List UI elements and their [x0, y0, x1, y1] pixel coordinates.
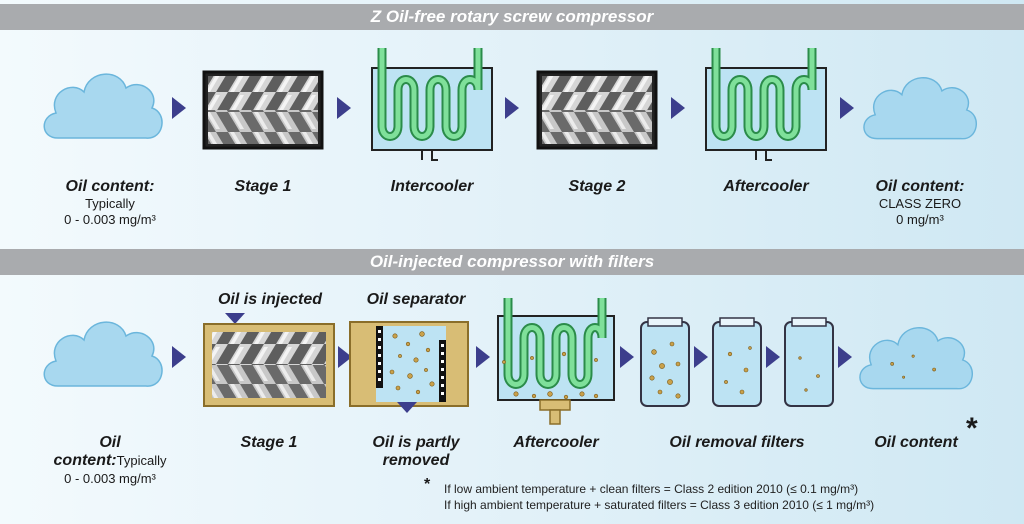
flow-arrow-icon [766, 346, 780, 368]
bottom-inlet-cloud-icon [43, 321, 163, 387]
footnote-line2: If high ambient temperature + saturated … [444, 498, 875, 512]
bottom-stage1-label: Stage 1 [240, 434, 298, 451]
flow-arrow-icon [620, 346, 634, 368]
flow-arrow-icon [838, 346, 852, 368]
oil-partly-removed-line1: Oil is partly [372, 434, 460, 451]
flow-arrow-icon [476, 346, 490, 368]
stage1-screw-icon [202, 70, 324, 150]
oil-separator-icon [349, 321, 469, 407]
intercooler-coil-icon [371, 48, 493, 161]
flow-arrow-icon [172, 346, 186, 368]
oil-removal-filter-3-icon [784, 317, 834, 407]
oil-free-section-title: Z Oil-free rotary screw compressor [0, 4, 1024, 30]
bottom-inlet-typically: Typically [116, 453, 167, 468]
stage2-screw-icon [536, 70, 658, 150]
oil-injected-label: Oil is injected [217, 291, 323, 308]
top-stage2-label: Stage 2 [568, 178, 626, 195]
top-outlet-label: Oil content: [875, 178, 965, 195]
oil-removal-filters-label: Oil removal filters [669, 434, 805, 451]
outlet-asterisk: * [966, 412, 978, 445]
aftercooler-coil-icon [705, 48, 827, 161]
footnote-line1: If low ambient temperature + clean filte… [444, 482, 859, 496]
oil-removal-filter-1-icon [640, 317, 690, 407]
bottom-inlet-content-label: content: [53, 452, 117, 469]
bottom-outlet-label: Oil content [874, 434, 958, 451]
inlet-cloud-icon [43, 73, 163, 139]
oil-injected-section-title: Oil-injected compressor with filters [0, 249, 1024, 275]
flow-arrow-icon [172, 97, 186, 119]
top-outlet-value: 0 mg/m³ [896, 212, 944, 227]
top-inlet-typically: Typically [85, 196, 135, 211]
top-inlet-label: Oil content: [65, 178, 155, 195]
flow-arrow-icon [337, 97, 351, 119]
bottom-inlet-value: 0 - 0.003 mg/m³ [64, 471, 156, 486]
bottom-inlet-label-line1: Oil [99, 434, 121, 451]
top-aftercooler-label: Aftercooler [723, 178, 809, 195]
bottom-outlet-cloud-icon [859, 327, 973, 390]
flow-arrow-icon [840, 97, 854, 119]
bottom-aftercooler-icon [497, 298, 615, 425]
bottom-aftercooler-label: Aftercooler [513, 434, 599, 451]
top-inlet-value: 0 - 0.003 mg/m³ [64, 212, 156, 227]
flow-arrow-icon [505, 97, 519, 119]
oil-removed-arrow-icon [397, 402, 417, 413]
oil-injected-screw-icon [203, 323, 335, 407]
outlet-cloud-icon [863, 77, 977, 140]
top-stage1-label: Stage 1 [234, 178, 292, 195]
bottom-inlet-label-line2: content:Typically [30, 452, 190, 470]
flow-arrow-icon [694, 346, 708, 368]
footnote-asterisk: * [424, 476, 431, 493]
intercooler-label: Intercooler [390, 178, 474, 195]
flow-arrow-icon [338, 346, 352, 368]
oil-injection-arrow-icon [225, 313, 245, 324]
flow-arrow-icon [671, 97, 685, 119]
oil-removal-filter-2-icon [712, 317, 762, 407]
oil-partly-removed-line2: removed [382, 452, 450, 469]
oil-separator-label: Oil separator [366, 291, 466, 308]
top-outlet-class: CLASS ZERO [878, 196, 962, 211]
